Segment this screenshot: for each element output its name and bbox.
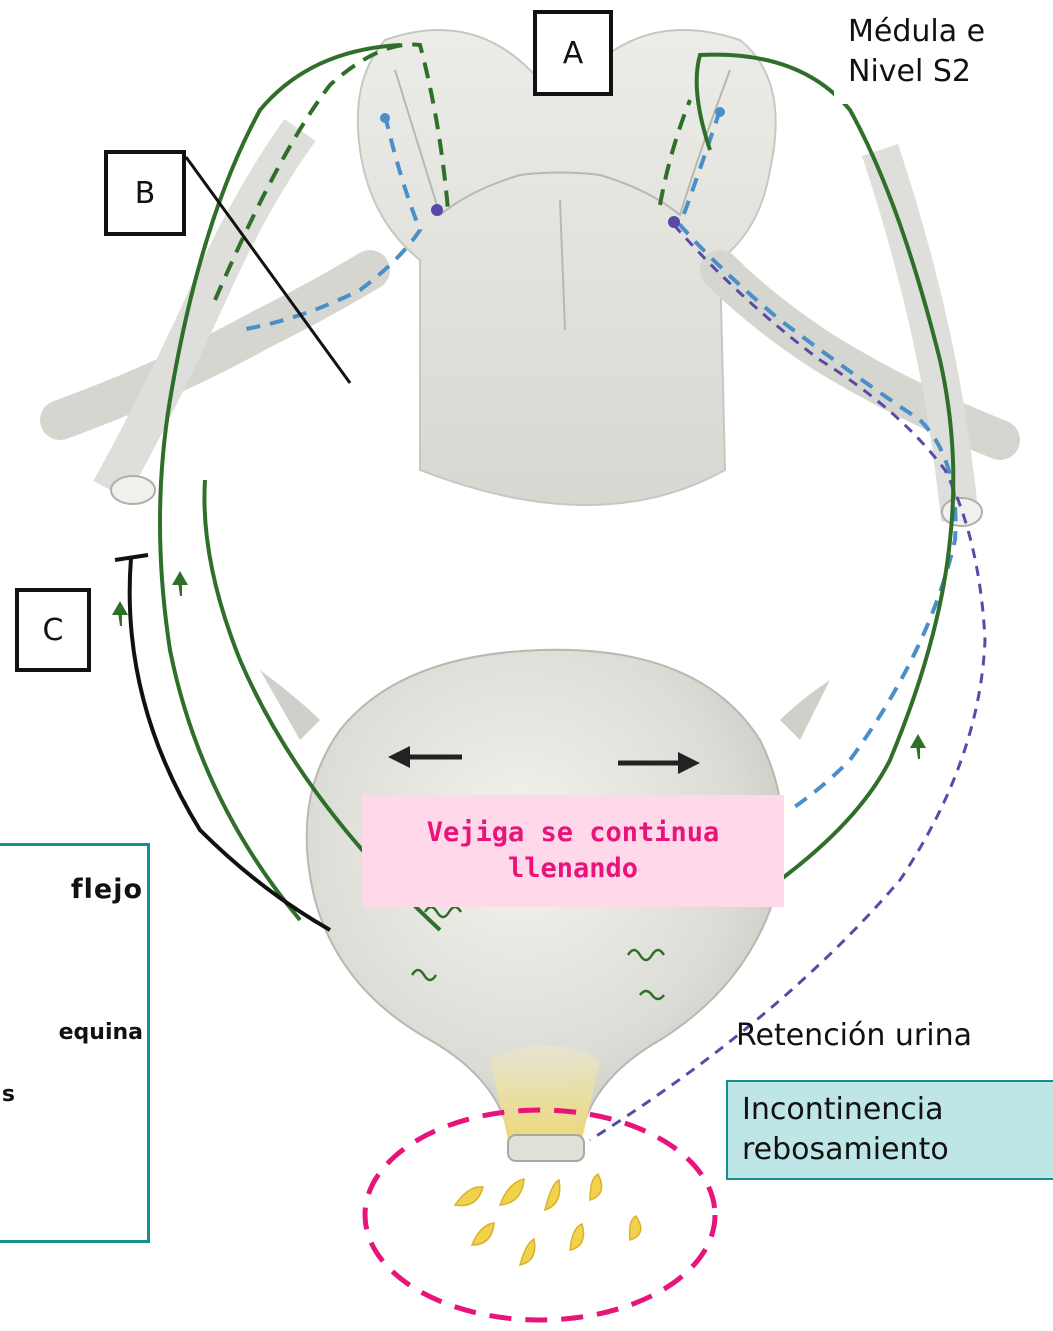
label-a: A [533, 10, 613, 96]
label-b: B [104, 150, 186, 236]
info-line-3: s [0, 1082, 15, 1107]
urinary-retention-label: Retención urina [736, 1018, 1053, 1058]
medulla-line-2: Nivel S2 [848, 52, 1053, 92]
bladder-filling-label: Vejiga se continua llenando [362, 795, 784, 907]
info-box: flejo equina s [0, 843, 150, 1243]
medulla-line-1: Médula e [848, 12, 1053, 52]
info-line-1: flejo [0, 874, 143, 905]
urine-drops [455, 1174, 641, 1265]
right-nerve-root [720, 150, 1000, 526]
bladder-line-1: Vejiga se continua [362, 815, 784, 851]
label-c: C [15, 588, 91, 672]
overflow-line-2: rebosamiento [742, 1130, 1053, 1170]
spinal-cord-level-label: Médula e Nivel S2 [834, 12, 1053, 104]
info-line-2: equina [0, 1020, 143, 1045]
overflow-line-1: Incontinencia [742, 1090, 1053, 1130]
overflow-incontinence-box: Incontinencia rebosamiento [726, 1080, 1053, 1180]
bladder-line-2: llenando [362, 851, 784, 887]
